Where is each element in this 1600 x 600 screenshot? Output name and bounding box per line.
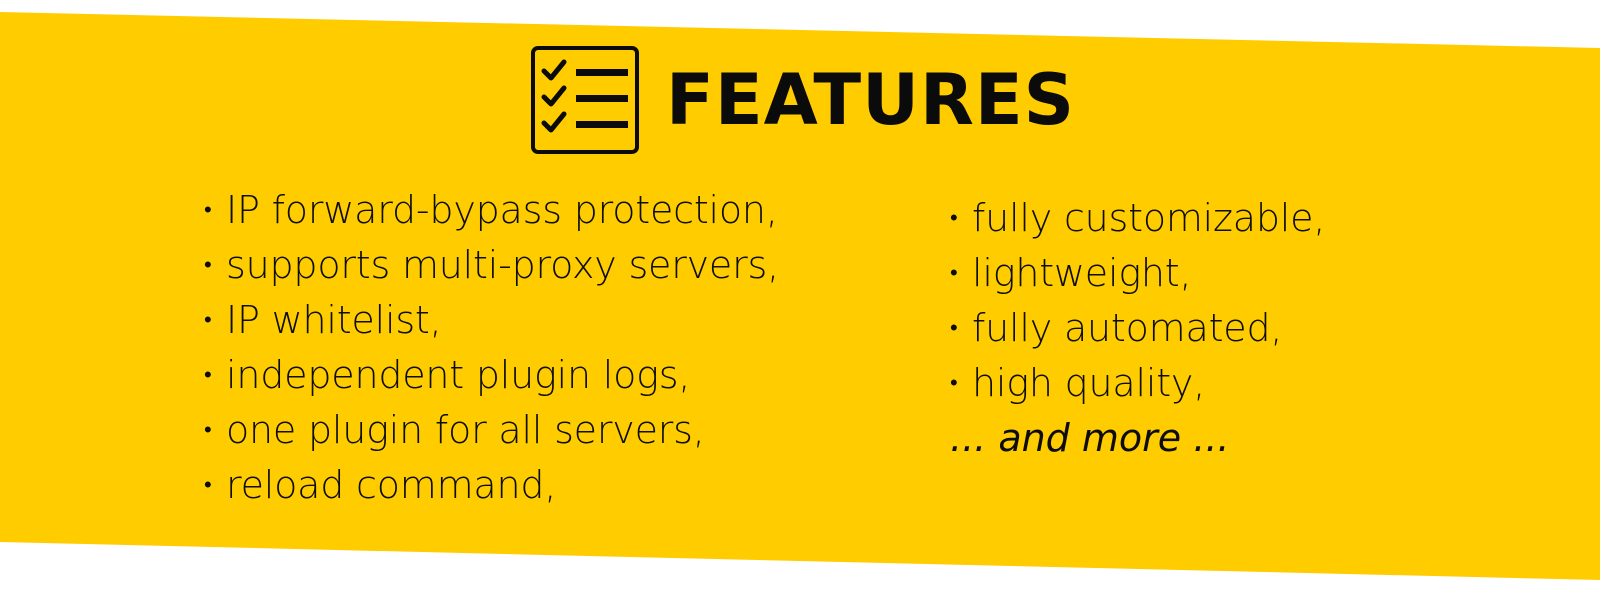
checklist-icon	[531, 46, 639, 154]
feature-label: one plugin for all servers,	[226, 408, 705, 452]
features-list-left: • IP forward-bypass protection, • suppor…	[204, 183, 779, 513]
bullet: •	[950, 261, 958, 286]
feature-item: • one plugin for all servers,	[204, 403, 779, 458]
feature-label: fully automated,	[972, 306, 1283, 350]
bullet: •	[950, 206, 958, 231]
feature-label: lightweight,	[972, 251, 1192, 295]
bullet: •	[204, 198, 212, 223]
feature-label: reload command,	[226, 463, 557, 507]
feature-label: supports multi-proxy servers,	[226, 243, 780, 287]
feature-item: • fully customizable,	[950, 191, 1325, 246]
feature-label: IP forward-bypass protection,	[226, 188, 778, 232]
bullet: •	[204, 253, 212, 278]
bullet: •	[950, 316, 958, 341]
feature-item: • IP whitelist,	[204, 293, 779, 348]
feature-item: • lightweight,	[950, 246, 1325, 301]
feature-label: fully customizable,	[972, 196, 1326, 240]
banner-polygon	[0, 12, 1600, 580]
features-header: FEATURES	[530, 44, 1075, 156]
and-more-text: ... and more ...	[950, 416, 1230, 460]
feature-label: high quality,	[972, 361, 1206, 405]
features-title: FEATURES	[666, 59, 1076, 141]
feature-item: • independent plugin logs,	[204, 348, 779, 403]
feature-label: IP whitelist,	[226, 298, 442, 342]
bullet: •	[204, 363, 212, 388]
bullet: •	[950, 371, 958, 396]
feature-item: • reload command,	[204, 458, 779, 513]
bullet: •	[204, 418, 212, 443]
feature-item: • IP forward-bypass protection,	[204, 183, 779, 238]
feature-item: • supports multi-proxy servers,	[204, 238, 779, 293]
feature-item: • fully automated,	[950, 301, 1325, 356]
feature-label: independent plugin logs,	[226, 353, 691, 397]
features-list-right: • fully customizable, • lightweight, • f…	[950, 191, 1325, 466]
bullet: •	[204, 473, 212, 498]
bullet: •	[204, 308, 212, 333]
feature-item: • high quality,	[950, 356, 1325, 411]
